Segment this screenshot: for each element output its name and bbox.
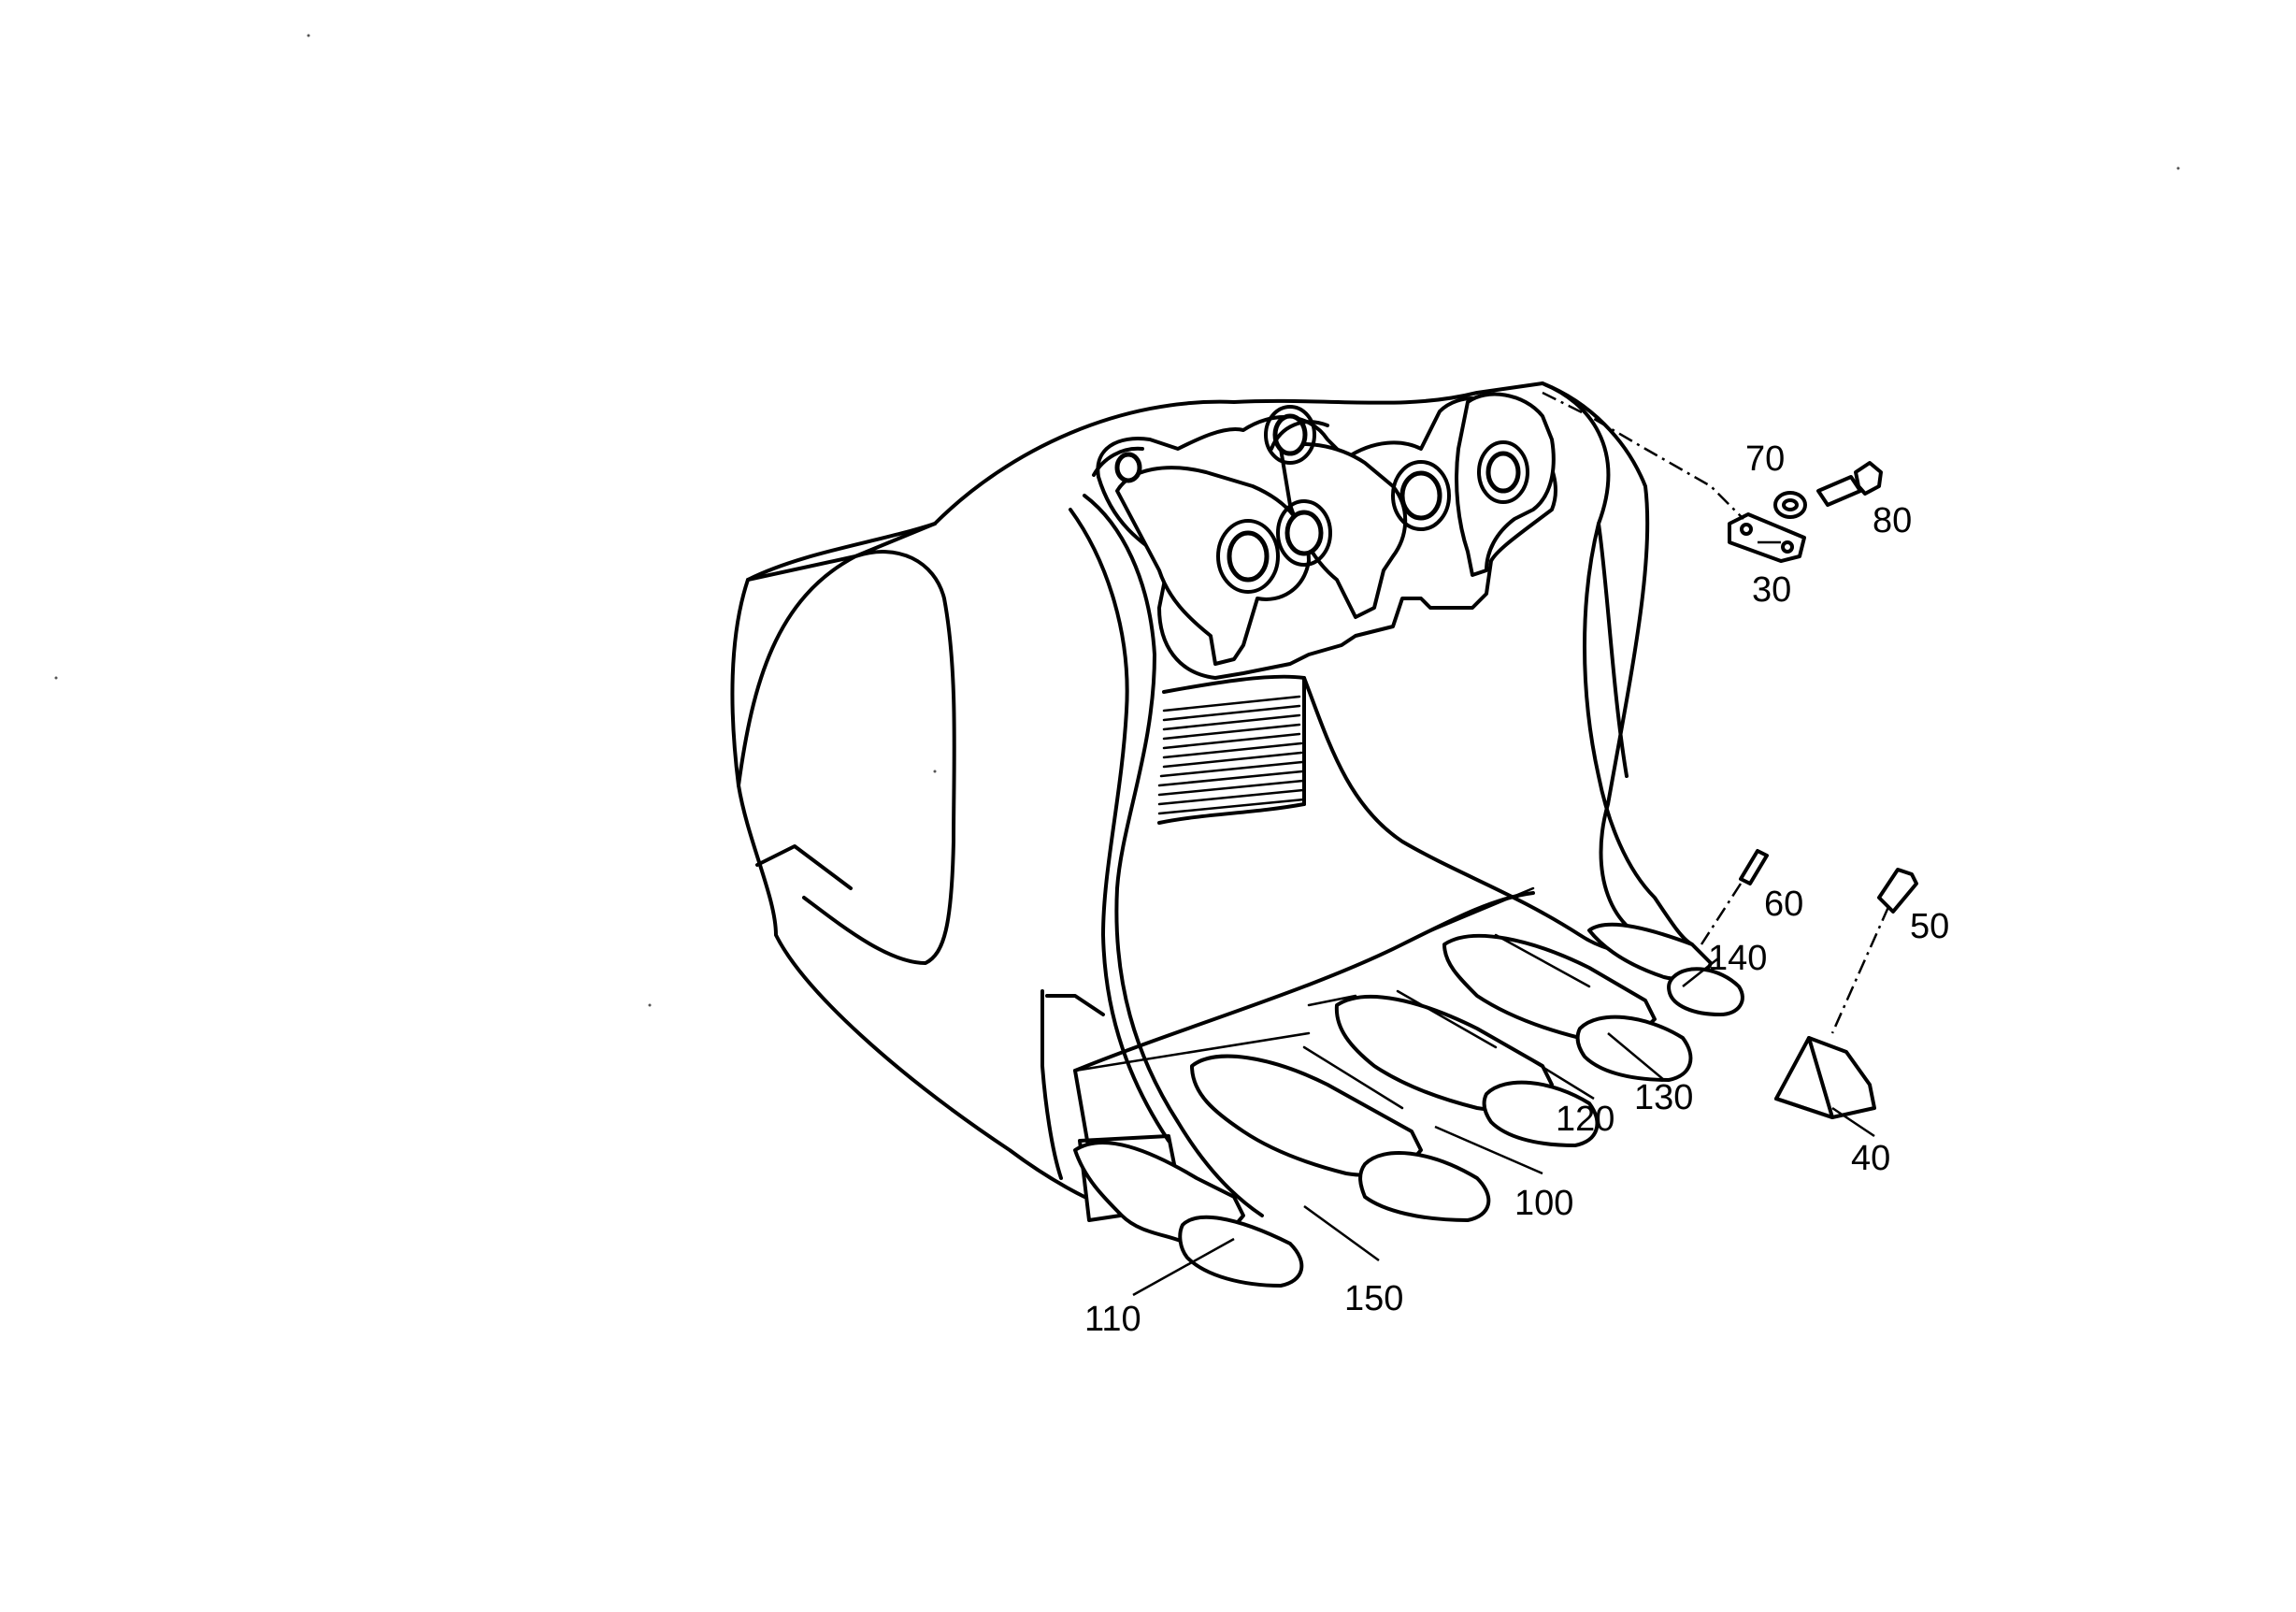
leader-lines — [1132, 540, 1875, 1297]
bucket-body — [730, 381, 1694, 1222]
callout-30: 30 — [1752, 570, 1792, 610]
callout-60: 60 — [1764, 885, 1804, 924]
callout-110: 120 — [1556, 1100, 1615, 1139]
callout-70: 70 — [1745, 439, 1786, 479]
hanger-brackets — [1092, 392, 1557, 680]
callout-120: 130 — [1634, 1078, 1694, 1117]
back-plate-hatching — [1157, 695, 1306, 815]
callout-100: 100 — [1514, 1184, 1574, 1223]
bucket-teeth — [1073, 886, 1744, 1288]
exploded-small-parts — [1542, 391, 1918, 1119]
callout-140: 140 — [1708, 939, 1768, 978]
callout-130: 110 — [1084, 1300, 1141, 1339]
callout-40: 40 — [1851, 1139, 1891, 1178]
callout-50: 50 — [1910, 907, 1950, 946]
callout-80: 80 — [1873, 501, 1913, 540]
callout-150: 150 — [1344, 1279, 1404, 1318]
